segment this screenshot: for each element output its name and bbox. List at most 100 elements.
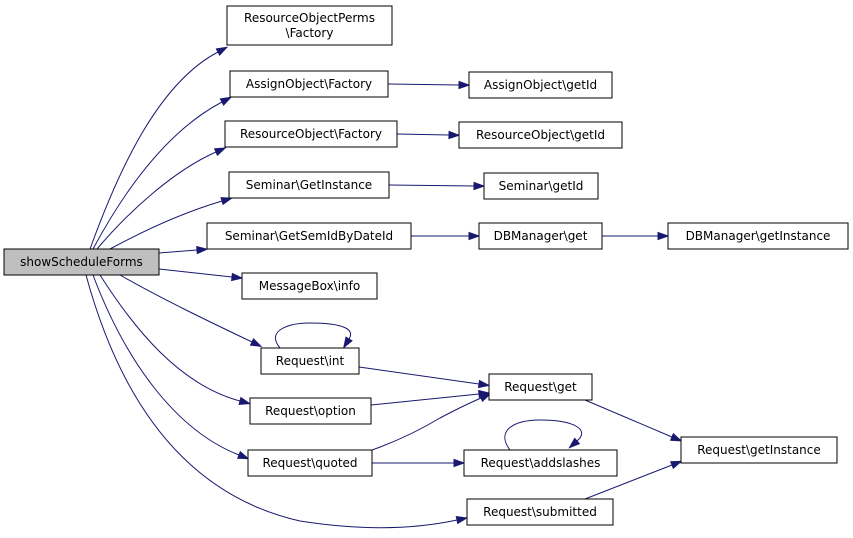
edge-root-to-ao_factory <box>92 96 233 250</box>
edge-root-to-rop_factory <box>89 46 229 250</box>
node-box <box>680 436 838 464</box>
node-label: AssignObject\Factory <box>246 77 372 91</box>
edge-req_submitted-to-req_getinstance <box>584 460 683 500</box>
node-box <box>458 121 623 149</box>
node-label: Request\option <box>265 404 356 418</box>
arrowhead <box>453 458 466 468</box>
node-ro-getid[interactable]: ResourceObject\getId <box>458 121 623 149</box>
node-box <box>478 222 603 250</box>
arrowhead <box>238 396 252 405</box>
node-label: ResourceObject\Factory <box>240 127 382 141</box>
node-box <box>463 449 618 477</box>
arrowhead <box>477 379 491 389</box>
arrowhead <box>657 231 670 241</box>
arrowhead <box>669 432 683 442</box>
edge-root-to-req_submitted <box>85 274 469 529</box>
node-label: Request\quoted <box>262 456 357 470</box>
node-ao-factory[interactable]: AssignObject\Factory <box>229 70 389 98</box>
node-label: MessageBox\info <box>259 279 360 293</box>
edge-line <box>85 274 458 529</box>
node-box <box>488 373 593 401</box>
edge-req_int-to-req_get <box>358 366 491 389</box>
node-box <box>468 71 613 99</box>
edge-line <box>388 184 475 187</box>
edge-req_addslashes-to-req_addslashes <box>504 419 583 451</box>
node-box <box>224 120 398 148</box>
arrowhead <box>249 337 263 347</box>
edge-line <box>504 419 583 451</box>
node-req-option[interactable]: Request\option <box>249 397 372 425</box>
arrowhead <box>196 245 209 255</box>
edge-root-to-req_option <box>99 274 252 405</box>
node-box <box>260 347 360 375</box>
node-label: Request\addslashes <box>481 456 601 470</box>
node-label: \Factory <box>286 26 334 40</box>
node-box <box>249 397 372 425</box>
node-db-getinstance[interactable]: DBManager\getInstance <box>667 222 849 250</box>
node-root[interactable]: showScheduleForms <box>3 248 160 276</box>
edge-root-to-req_quoted <box>92 274 250 460</box>
edge-line <box>92 274 240 456</box>
edge-req_get-to-req_getinstance <box>584 399 683 442</box>
node-box <box>466 498 614 526</box>
node-req-get[interactable]: Request\get <box>488 373 593 401</box>
node-ro-factory[interactable]: ResourceObject\Factory <box>224 120 398 148</box>
node-box <box>226 5 393 46</box>
node-req-int[interactable]: Request\int <box>260 347 360 375</box>
node-box <box>229 70 389 98</box>
arrowhead <box>670 460 683 470</box>
node-label: ResourceObjectPerms <box>244 11 375 25</box>
node-label: Seminar\GetInstance <box>246 178 372 192</box>
node-rop-factory[interactable]: ResourceObjectPerms\Factory <box>226 5 393 46</box>
edge-ao_factory-to-ao_getid <box>387 80 471 90</box>
node-box <box>228 171 390 199</box>
edge-root-to-mb_info <box>158 268 244 282</box>
edge-line <box>371 397 482 451</box>
edge-line <box>584 399 673 438</box>
edge-line <box>358 366 480 385</box>
arrowhead <box>342 336 353 349</box>
arrowhead <box>473 181 486 191</box>
edge-line <box>99 274 241 402</box>
node-box <box>241 272 378 300</box>
edge-line <box>109 200 223 250</box>
edge-root-to-req_int <box>119 274 263 347</box>
node-label: showScheduleForms <box>20 255 143 269</box>
node-label: Request\submitted <box>483 505 597 519</box>
node-sem-getinstance[interactable]: Seminar\GetInstance <box>228 171 390 199</box>
edge-root-to-sem_getinstance <box>109 197 234 250</box>
edge-line <box>370 393 480 406</box>
arrowhead <box>458 80 471 90</box>
node-box <box>206 222 412 250</box>
node-label: DBManager\get <box>494 229 588 243</box>
node-sem-getsemid[interactable]: Seminar\GetSemIdByDateId <box>206 222 412 250</box>
node-mb-info[interactable]: MessageBox\info <box>241 272 378 300</box>
edge-line <box>584 464 673 500</box>
edges-layer <box>85 46 683 529</box>
edge-line <box>96 151 217 250</box>
node-req-addslashes[interactable]: Request\addslashes <box>463 449 618 477</box>
arrowhead <box>455 515 469 525</box>
node-box <box>3 248 160 276</box>
node-req-submitted[interactable]: Request\submitted <box>466 498 614 526</box>
node-req-getinstance[interactable]: Request\getInstance <box>680 436 838 464</box>
edge-sem_getsemid-to-db_get <box>411 231 481 241</box>
arrowhead <box>468 231 481 241</box>
node-label: Seminar\getId <box>499 179 584 193</box>
node-db-get[interactable]: DBManager\get <box>478 222 603 250</box>
node-label: AssignObject\getId <box>484 78 597 92</box>
edge-root-to-ro_factory <box>96 147 227 250</box>
node-box <box>483 172 599 200</box>
arrowhead <box>236 450 250 460</box>
edge-line <box>387 83 460 86</box>
node-box <box>667 222 849 250</box>
edge-req_quoted-to-req_get <box>371 393 492 451</box>
arrowhead <box>215 46 229 56</box>
arrowhead <box>448 130 461 140</box>
node-req-quoted[interactable]: Request\quoted <box>247 449 373 477</box>
node-box <box>247 449 373 477</box>
node-ao-getid[interactable]: AssignObject\getId <box>468 71 613 99</box>
edge-root-to-sem_getsemid <box>158 245 209 255</box>
node-sem-getid[interactable]: Seminar\getId <box>483 172 599 200</box>
arrowhead <box>231 272 244 282</box>
